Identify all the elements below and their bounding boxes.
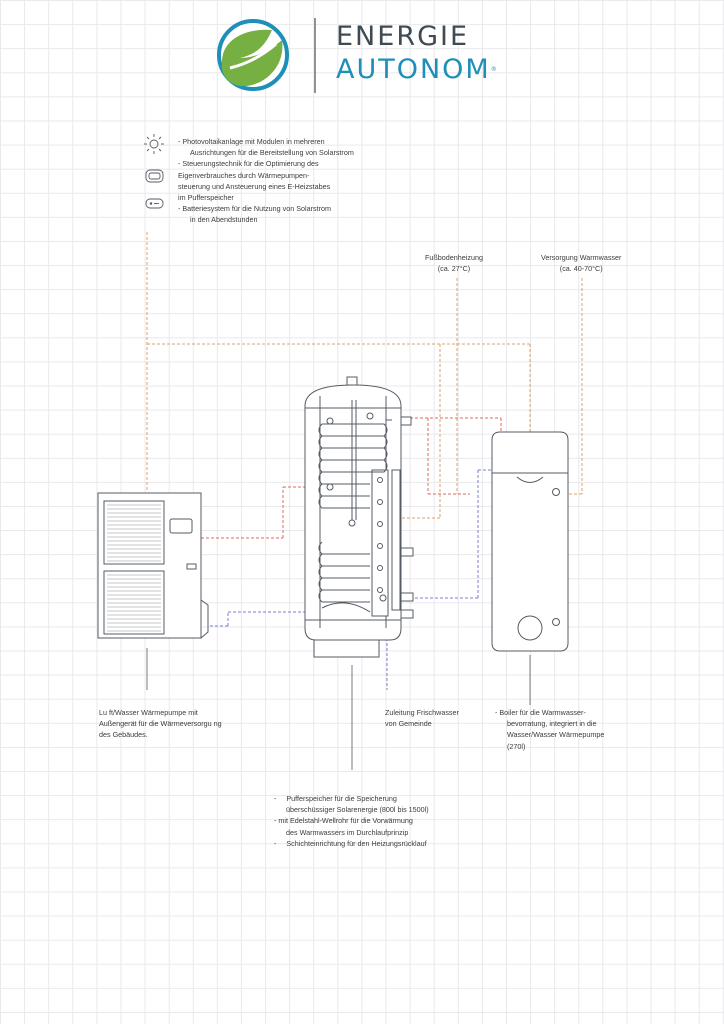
fresh-water-line: Zuleitung Frischwasser [385,708,459,717]
legend-line: - Steuerungstechnik für die Optimierung … [178,159,319,169]
brand-line1: ENERGIE [336,21,470,52]
buffer-tank [304,376,414,658]
heat-pump-label: Lu ft/Wasser Wärmepumpe mit Außengerät f… [99,707,222,741]
pv-control-lines [146,232,583,519]
floor-heating-label: Fußbodenheizung (ca. 27°C) [425,252,483,274]
buffer-line: des Warmwassers im Durchlaufprinzip [286,827,409,837]
hot-water-label: Versorgung Warmwasser (ca. 40-70°C) [541,252,621,274]
brand-line2-text: AUTONOM [336,54,491,85]
boiler-label: - Boiler für die Warmwasser- bevorratung… [495,707,604,752]
legend-line: steuerung und Ansteuerung eines E-Heizst… [178,181,331,191]
legend-line: - Photovoltaikanlage mit Modulen in mehr… [178,137,325,146]
buffer-coils [318,400,388,613]
heat-pump-grille [107,504,161,632]
heat-pump-line: des Gebäudes. [99,730,148,740]
heat-pump-unit [97,492,209,639]
fresh-water-label: Zuleitung Frischwasser von Gemeinde [385,707,459,729]
fresh-water-line: von Gemeinde [385,719,432,729]
boiler-line: (270l) [507,741,526,751]
logo-mark [217,19,289,91]
buffer-line: - Schichteinrichtung für den Heizungsrüc… [274,838,427,848]
brand-registered-mark: ® [490,66,499,73]
buffer-line: - mit Edelstahl-Wellrohr für die Vorwärm… [274,816,413,826]
legend-text: - Photovoltaikanlage mit Modulen in mehr… [178,136,354,226]
legend-line: Ausrichtungen für die Bereitstellung von… [190,148,354,158]
hot-water-boiler [491,431,569,652]
legend-line: Eigenverbrauches durch Wärmepumpen- [178,170,310,180]
buffer-line: - Pufferspeicher für die Speicherung [274,794,397,803]
floor-heating-temp: (ca. 27°C) [437,264,471,274]
sun-icon [144,134,164,154]
hot-water-title: Versorgung Warmwasser [541,253,622,262]
legend-line: im Pufferspeicher [178,193,234,203]
legend-line: - Batteriesystem für die Nutzung von Sol… [178,204,331,214]
leader-lines [146,648,531,770]
boiler-line: Wasser/Wasser Wärmepumpe [507,730,605,740]
buffer-line: überschüssiger Solarenergie (800l bis 15… [286,805,429,815]
heat-pump-line: Außengerät für die Wärmeversorgu ng [99,719,222,729]
legend-line: in den Abendstunden [190,215,258,225]
heat-pump-line: Lu ft/Wasser Wärmepumpe mit [99,708,198,717]
inverter-icon [145,198,164,209]
hot-water-temp: (ca. 40-70°C) [559,264,603,274]
boiler-line: - Boiler für die Warmwasser- [495,708,586,717]
battery-icon [145,169,164,183]
brand-line2: AUTONOM® [336,55,499,85]
floor-heating-title: Fußbodenheizung [425,253,483,262]
buffer-label: - Pufferspeicher für die Speicherung übe… [274,793,429,849]
boiler-line: bevorratung, integriert in die [507,719,597,729]
